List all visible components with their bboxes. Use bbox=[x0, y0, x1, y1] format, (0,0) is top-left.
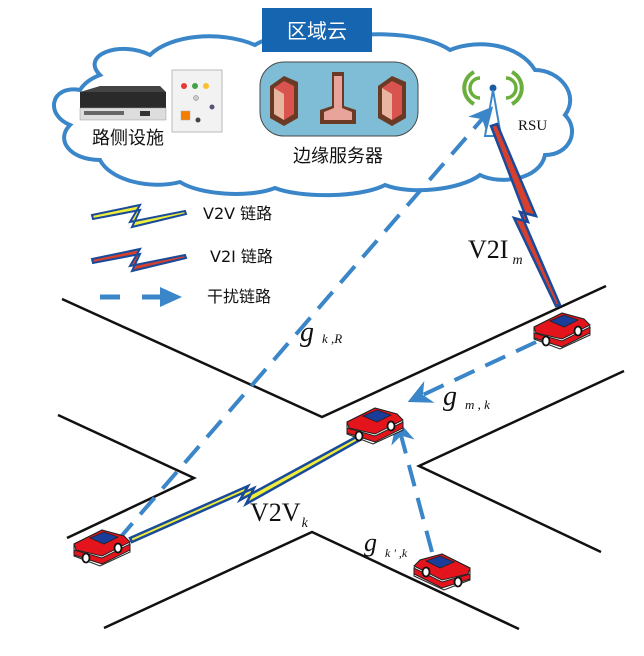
roadside-control-box-icon bbox=[171, 69, 223, 133]
v2i-link bbox=[489, 122, 562, 308]
interference-links bbox=[116, 106, 537, 553]
legend: V2V 链路 V2I 链路 干扰链路 bbox=[90, 203, 273, 307]
legend-v2i-icon bbox=[90, 247, 188, 273]
legend-v2v-icon bbox=[90, 203, 188, 229]
road-edge-lower bbox=[103, 530, 520, 631]
road-edge-left bbox=[57, 413, 197, 540]
car-v2i-m bbox=[533, 312, 591, 350]
road-edge-upper bbox=[61, 284, 607, 419]
legend-v2v-label: V2V 链路 bbox=[203, 204, 272, 223]
edge-server-panel bbox=[259, 61, 419, 137]
interference-g-kR bbox=[116, 106, 494, 542]
legend-v2i-label: V2I 链路 bbox=[210, 247, 273, 266]
server-rack-icon bbox=[270, 76, 298, 126]
legend-interference-icon bbox=[100, 287, 182, 307]
car-v2v-transmitter bbox=[73, 529, 131, 567]
rsu-label: RSU bbox=[518, 118, 547, 134]
cloud-title-box bbox=[262, 8, 372, 52]
cloud-title: 区域云 bbox=[287, 19, 347, 43]
road-edge-right bbox=[416, 369, 625, 554]
server-rack-icon bbox=[378, 76, 406, 126]
car-v2v-receiver bbox=[346, 407, 404, 445]
legend-interference-label: 干扰链路 bbox=[207, 287, 271, 306]
edge-server-label: 边缘服务器 bbox=[293, 146, 383, 167]
rsu-antenna-icon bbox=[462, 70, 524, 137]
roadside-dvr-icon bbox=[79, 86, 167, 121]
road-edges bbox=[57, 284, 625, 631]
interference-g-kpk bbox=[391, 419, 434, 553]
interference-g-mk bbox=[407, 340, 537, 403]
label-v2v-k: V2Vk bbox=[250, 498, 309, 531]
roadside-facility-label: 路侧设施 bbox=[92, 128, 164, 149]
server-tower-icon bbox=[320, 72, 356, 124]
